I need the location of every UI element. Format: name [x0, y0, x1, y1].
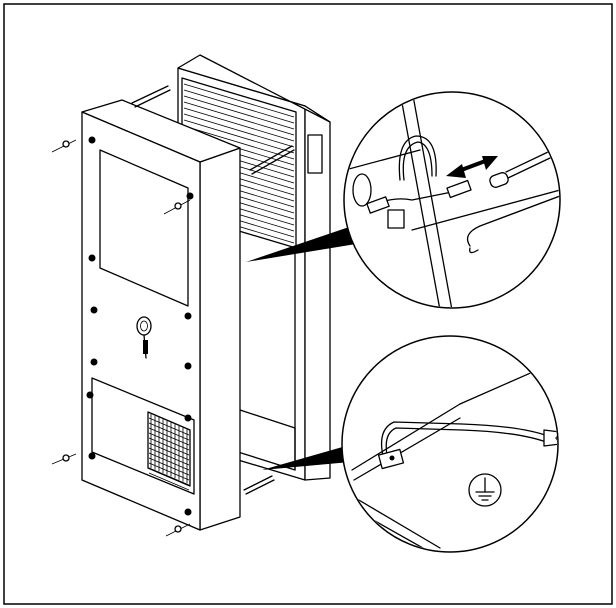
mounting-pins: [131, 85, 295, 495]
screw: [88, 452, 96, 460]
screw: [90, 358, 98, 366]
screw: [86, 391, 94, 399]
fin-line: [183, 119, 295, 154]
cable-connector-detail: [343, 91, 561, 309]
grille-line: [148, 472, 190, 491]
grille-line: [148, 447, 190, 466]
screw: [186, 192, 194, 200]
fin-line: [183, 89, 295, 124]
grille-line: [148, 462, 190, 481]
vent-grille: [147, 411, 191, 487]
fin-line: [183, 113, 295, 148]
door-lock: [136, 316, 152, 336]
viewing-window: [99, 149, 189, 307]
ground-symbol-icon: [468, 473, 502, 507]
door-screws: [86, 136, 194, 516]
fin-line: [183, 95, 295, 130]
front-door-panel: [81, 99, 241, 531]
callout-pointer-bottom: [262, 446, 350, 470]
fin-line: [183, 83, 295, 118]
grille-line: [148, 467, 190, 486]
grille-line: [148, 437, 190, 456]
grille-line: [148, 417, 190, 436]
grille-line: [148, 432, 190, 451]
fin-line: [183, 101, 295, 136]
grille-line: [148, 427, 190, 446]
grille-line: [148, 442, 190, 461]
screw: [184, 362, 192, 370]
external-screws: [51, 139, 191, 537]
fin-line: [183, 125, 295, 160]
screw: [90, 306, 98, 314]
grille-line: [148, 422, 190, 441]
double-arrow-icon: [446, 156, 498, 178]
screw: [184, 312, 192, 320]
screw: [88, 254, 96, 262]
screw: [184, 414, 192, 422]
screw: [88, 136, 96, 144]
fin-line: [183, 107, 295, 142]
grille-line: [148, 457, 190, 476]
grille-line: [148, 452, 190, 471]
ground-connection-detail: [341, 335, 559, 553]
screw: [184, 508, 192, 516]
callout-pointer-top: [246, 226, 356, 262]
